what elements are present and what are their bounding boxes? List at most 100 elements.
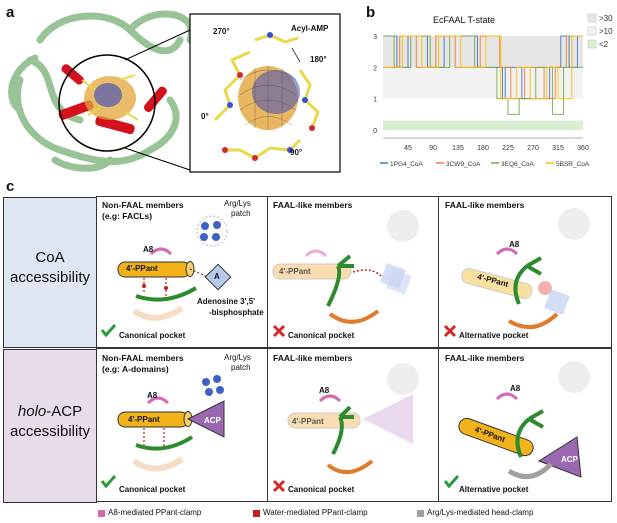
legend-arglys-swatch [417,510,424,517]
band-0 [383,36,583,68]
r1c1-adenosine2: -bisphosphate [209,308,264,317]
legend-arglys-label: Arg/Lys-mediated head-clamp [427,508,534,517]
ligand-sticks [81,74,139,121]
y-tick-label: 2 [373,65,377,72]
mesh-lines [239,66,297,130]
r1c1-scene [100,215,232,338]
row-acp-line1-rest: -ACP [46,403,83,420]
series-legend-label: 3EQ6_CoA [501,161,535,168]
r2c1-caption: Canonical pocket [119,485,186,494]
band-1 [383,67,583,99]
green-loop [135,286,198,302]
cross-icon-r2c2 [272,479,286,493]
r2c2-ppant: 4'-PPant [292,417,324,426]
a-box [204,263,232,291]
row-coa-line1: CoA [35,249,65,266]
band-legend-swatch [587,26,597,36]
r1c3-caption: Alternative pocket [459,331,529,340]
argl-patch-dots [200,221,221,241]
panel-b-letter: b [366,4,376,21]
r1c1-caption: Canonical pocket [119,331,186,340]
r2c3-caption: Alternative pocket [459,485,529,494]
y-tick-label: 1 [373,97,377,104]
series-legend-label: 5BSR_CoA [556,161,590,168]
x-tick-label: 135 [452,145,464,152]
r1c1-title1: Non-FAAL members [102,200,184,210]
series-line-3CW9_CoA [383,35,583,100]
band-legend-label: >30 [599,14,613,23]
panel-a-figure [8,10,341,173]
r2c2-caption: Canonical pocket [288,485,355,494]
r2c3-scene [443,361,590,489]
r1c2-title: FAAL-like members [273,200,353,210]
r1c1-patch2: patch [231,209,251,218]
row-label-coa: CoA accessibility [3,197,97,348]
panel-c-letter: c [6,178,15,195]
r1c1-a-box: A [214,272,220,281]
row-acp-line1: holo-ACP [4,402,96,422]
legend-water-label: Water-mediated PPant-clamp [263,508,368,517]
band-legend-label: >10 [599,27,613,36]
x-tick-label: 90 [429,145,437,152]
r2c1-title1: Non-FAAL members [102,353,184,363]
row-acp-line2: accessibility [9,423,91,440]
r2c3-a8: A8 [510,384,521,393]
r1c2-caption: Canonical pocket [288,331,355,340]
r2c1-ppant: 4'-PPant [128,415,160,424]
r2c1-a8: A8 [147,391,158,400]
angle-0-label: 0° [201,112,209,121]
check-icon-r2c1 [100,474,117,489]
r2c2-scene [272,363,419,493]
r2c1-scene [100,375,225,489]
r2c1-patch2: patch [231,363,251,372]
r2c2-title: FAAL-like members [273,353,353,363]
acp-triangle [186,400,225,438]
holo-italic: holo [17,403,47,420]
chart-title: EcFAAL T-state [433,15,496,25]
r2c3-acp: ACP [561,455,578,464]
r1c1-a8: A8 [143,245,154,254]
x-tick-label: 45 [404,145,412,152]
panel-a-letter: a [6,4,15,21]
legend-a8-swatch [98,510,105,517]
angle-180-label: 180° [310,55,327,64]
series-legend-label: 3CW9_CoA [446,161,481,168]
row-coa-line2: accessibility [9,269,91,286]
check-icon [100,323,117,338]
r2c3-title: FAAL-like members [445,353,525,363]
legend-water-swatch [253,510,260,517]
r1c1-title2: (e.g: FACLs) [102,211,153,221]
series-line-3EQ6_CoA [383,35,583,115]
angle-270-label: 270° [213,27,230,36]
x-tick-label: 315 [552,145,564,152]
r1c2-ppant: 4'-PPant [279,267,311,276]
r1c3-scene [443,208,590,338]
r1c2-scene [272,210,419,338]
row-label-holo-acp: holo-ACP accessibility [3,349,97,503]
cross-icon-r1c3 [443,324,457,338]
check-icon-r2c3 [443,474,460,489]
r1c3-title: FAAL-like members [445,200,525,210]
y-tick-label: 0 [373,128,377,135]
band-legend-label: <2 [599,40,609,49]
a8-clamp [149,247,173,256]
zoom-circle [58,54,156,152]
r1c1-patch1: Arg/Lys [224,199,251,208]
x-tick-label: 180 [477,145,489,152]
series-line-5BSR_CoA [383,35,583,100]
zoom-atoms [222,32,315,161]
series-legend-label: 1PG4_CoA [390,161,424,168]
angle-90-label: 90° [290,148,303,157]
r2c1-acp: ACP [204,416,221,425]
x-tick-label: 225 [502,145,514,152]
x-tick-label: 270 [527,145,539,152]
r1c1-ppant: 4'-PPant [126,264,158,273]
panel-c-legend: A8-mediated PPant-clamp Water-mediated P… [0,507,617,521]
r1c1-adenosine1: Adenosine 3',5' [197,297,256,306]
legend-a8-label: A8-mediated PPant-clamp [108,508,202,517]
panel-c-grid [96,196,612,502]
band-2 [383,120,583,130]
y-tick-label: 3 [373,34,377,41]
r2c1-title2: (e.g: A-domains) [102,364,169,374]
